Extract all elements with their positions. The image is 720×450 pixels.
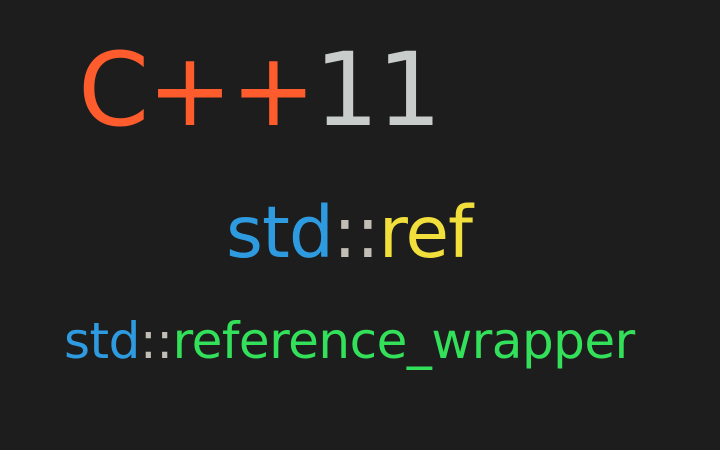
reference-wrapper-heading: std::reference_wrapper bbox=[64, 316, 635, 366]
wrapper-name: reference_wrapper bbox=[172, 312, 636, 370]
ref-name: ref bbox=[378, 191, 473, 274]
title-heading: C++11 bbox=[78, 40, 442, 142]
std-ref-heading: std::ref bbox=[226, 197, 473, 268]
ref-namespace: std bbox=[226, 191, 334, 274]
title-version: 11 bbox=[314, 31, 442, 150]
wrapper-scope-operator: :: bbox=[139, 312, 173, 370]
ref-scope-operator: :: bbox=[332, 191, 380, 274]
wrapper-namespace: std bbox=[64, 312, 140, 370]
title-language: C++ bbox=[78, 31, 316, 150]
